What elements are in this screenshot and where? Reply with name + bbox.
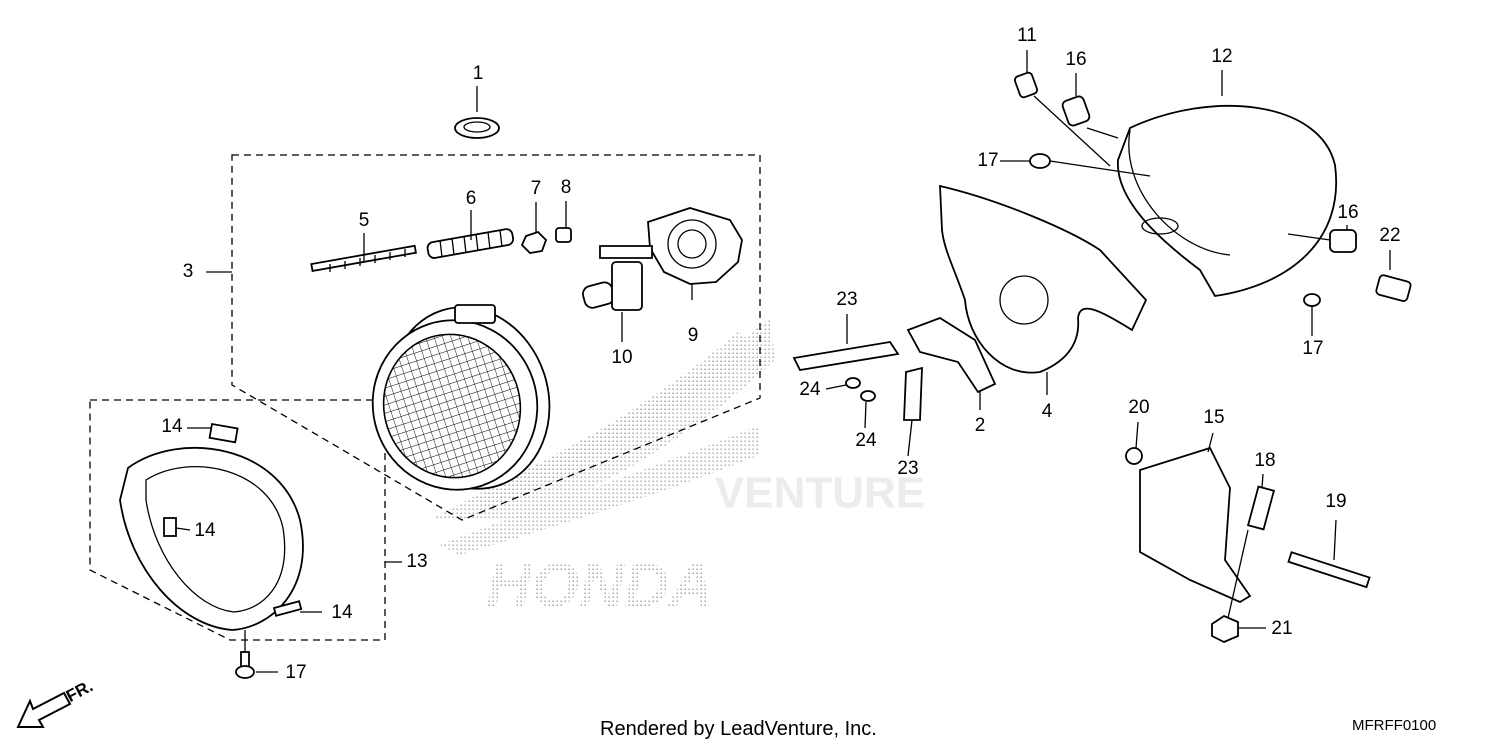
watermark-venture-text: VENTURE <box>715 469 925 518</box>
callout-3: 3 <box>183 261 194 282</box>
part-headlight-unit <box>371 304 551 491</box>
part-screw-24b <box>860 390 876 402</box>
rendered-by-credit: Rendered by LeadVenture, Inc. <box>600 718 877 740</box>
part-spring <box>426 228 515 259</box>
part-nut <box>520 230 548 254</box>
callout-7: 7 <box>531 178 542 199</box>
callout-8: 8 <box>561 177 572 198</box>
part-bolt-18 <box>1246 485 1276 531</box>
callout-17b: 17 <box>1302 338 1323 359</box>
callout-13: 13 <box>406 551 427 572</box>
part-clip-b <box>163 517 177 537</box>
callout-24b: 24 <box>855 430 877 451</box>
callout-2: 2 <box>975 415 986 436</box>
callout-18: 18 <box>1254 450 1275 471</box>
callout-16a: 16 <box>1065 49 1086 70</box>
callout-15: 15 <box>1203 407 1224 428</box>
callout-6: 6 <box>466 188 477 209</box>
part-clip-a <box>208 422 239 444</box>
part-screw-rim <box>235 651 255 679</box>
diagram-code: MFRFF0100 <box>1352 717 1437 734</box>
part-screw-17b <box>1303 293 1321 307</box>
part-screw-17a <box>1029 153 1051 169</box>
part-bushing-16a <box>1061 95 1091 127</box>
part-nut-20 <box>1125 447 1143 465</box>
callout-17a: 17 <box>977 150 998 171</box>
callout-20: 20 <box>1128 397 1149 418</box>
part-collar <box>555 227 572 243</box>
part-cover-plate <box>939 184 1148 374</box>
part-socket-cover <box>647 207 743 285</box>
callout-10: 10 <box>611 347 632 368</box>
headlight-rim-box <box>89 399 386 641</box>
part-stay-2 <box>906 317 997 394</box>
watermark-honda-text: HONDA <box>486 551 713 620</box>
part-headlight-rim <box>119 447 304 631</box>
part-nut-21 <box>1211 614 1239 643</box>
part-stay-23a <box>792 341 900 371</box>
callout-19: 19 <box>1325 491 1346 512</box>
callout-23b: 23 <box>897 458 918 479</box>
callout-23a: 23 <box>836 289 857 310</box>
callout-9: 9 <box>688 325 699 346</box>
callout-22: 22 <box>1379 225 1400 246</box>
part-screw-24a <box>845 377 861 389</box>
callouts: 1 2 3 4 5 6 7 8 9 10 11 12 13 14 14 14 1… <box>161 25 1400 683</box>
callout-17c: 17 <box>285 662 306 683</box>
callout-12: 12 <box>1211 46 1232 67</box>
leader-lines <box>175 50 1391 673</box>
callout-5: 5 <box>359 210 370 231</box>
callout-16b: 16 <box>1337 202 1358 223</box>
part-headlight-case <box>1117 105 1338 297</box>
front-direction-arrow-icon <box>16 691 72 728</box>
part-bolt-19 <box>1287 551 1371 589</box>
callout-14b: 14 <box>194 520 216 541</box>
headlight-assembly-box <box>231 154 761 521</box>
callout-11: 11 <box>1017 25 1037 46</box>
callout-21: 21 <box>1271 618 1292 639</box>
callout-4: 4 <box>1042 401 1053 422</box>
part-bolt-11 <box>1014 71 1038 99</box>
part-bulb <box>582 245 653 311</box>
callout-1: 1 <box>473 63 484 84</box>
part-clip-c <box>272 600 303 617</box>
callout-14c: 14 <box>331 602 353 623</box>
part-bracket-15 <box>1139 446 1252 604</box>
part-collar-22 <box>1375 274 1412 302</box>
part-bushing-16b <box>1329 229 1357 253</box>
honda-wing-watermark <box>430 318 775 555</box>
part-grommet <box>454 117 500 139</box>
callout-14a: 14 <box>161 416 183 437</box>
callout-24a: 24 <box>799 379 821 400</box>
part-stay-23b <box>903 366 923 421</box>
